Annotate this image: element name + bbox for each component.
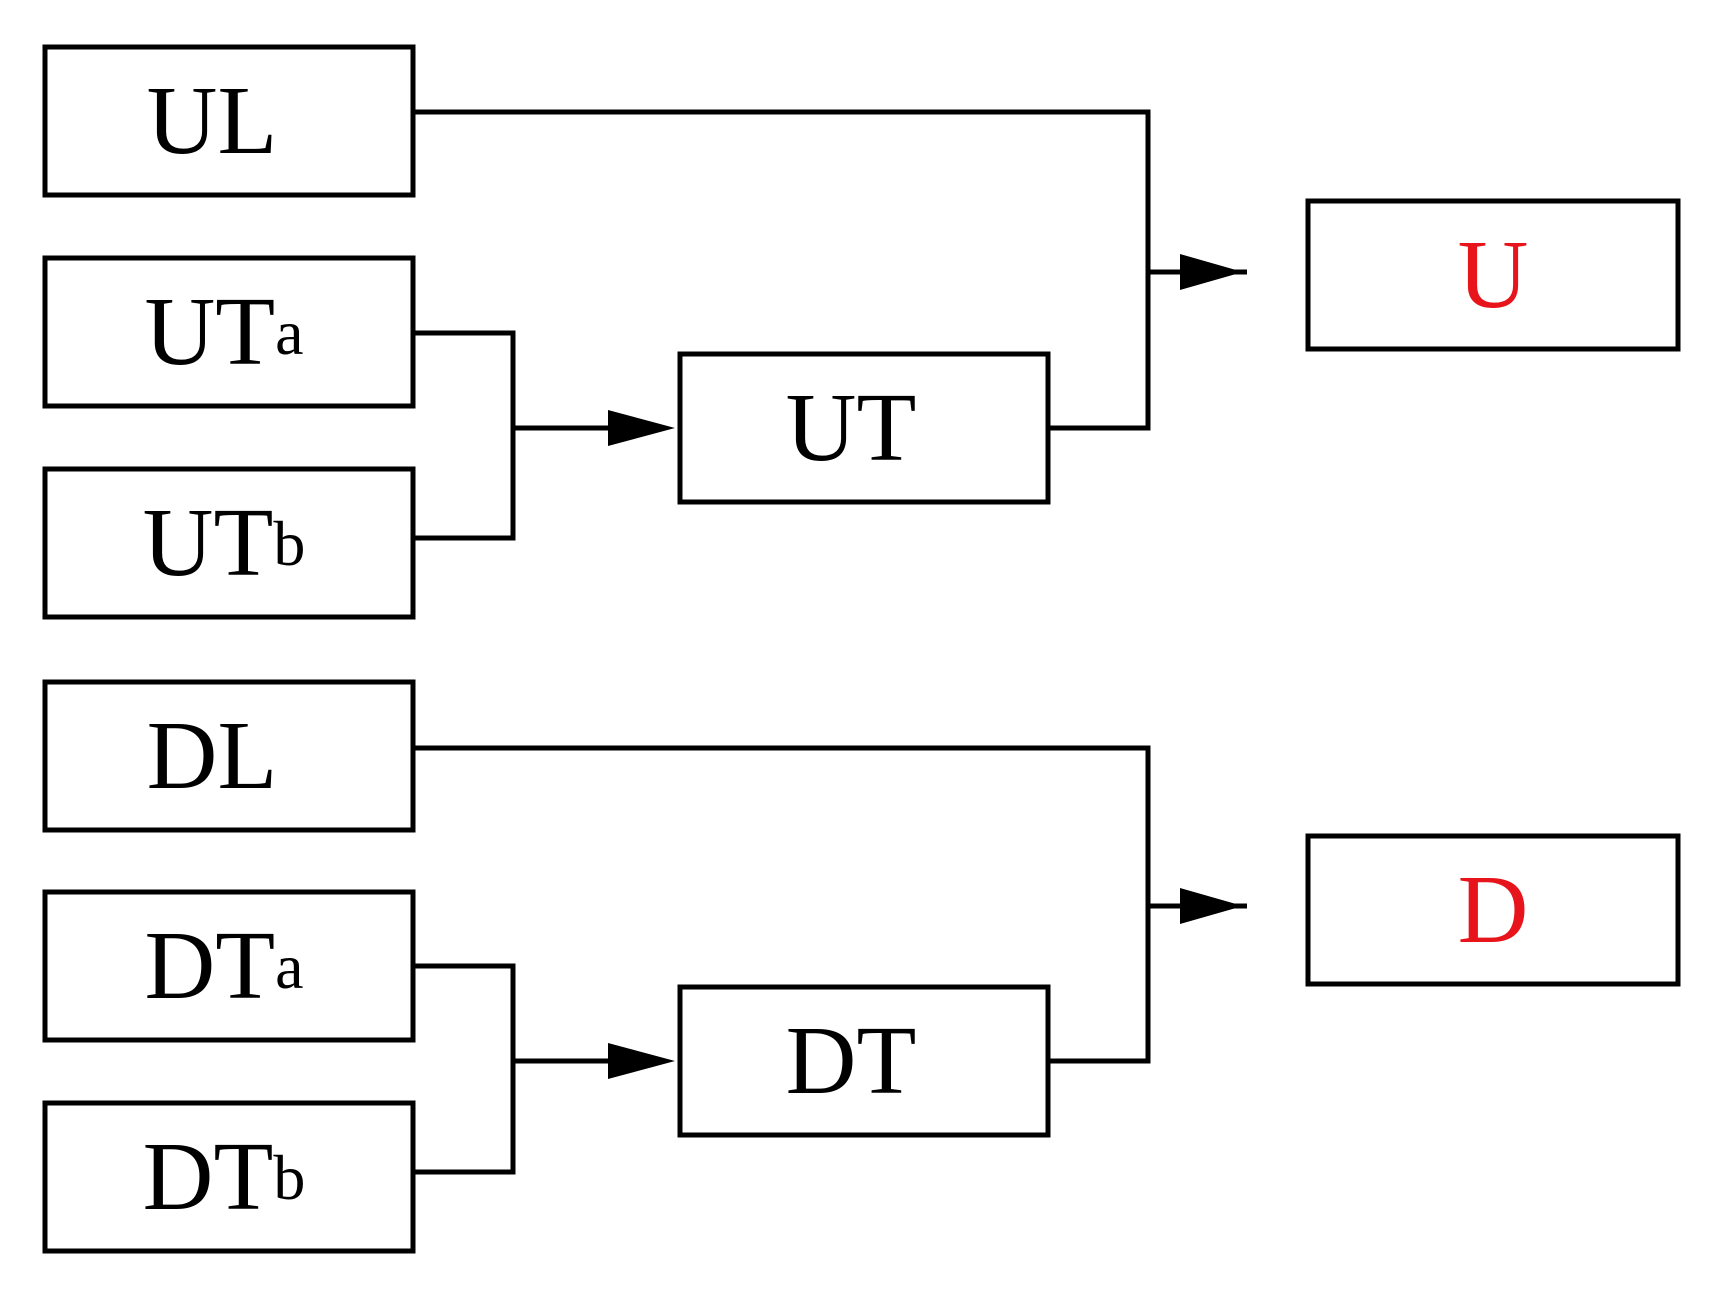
- node-d-label: D: [1458, 856, 1529, 964]
- node-uta: UTa: [42, 255, 416, 409]
- node-ut-label: UT: [786, 374, 917, 482]
- edge-ul-to-u: [413, 109, 1247, 275]
- arrowhead-to-ut: [608, 410, 675, 446]
- node-dtb-label: DTb: [143, 1123, 306, 1231]
- node-dl-label: DL: [147, 702, 278, 810]
- arrowhead-to-dt: [608, 1043, 675, 1079]
- arrowhead-to-d: [1180, 888, 1243, 924]
- node-dt: DT: [677, 984, 1051, 1138]
- edge-dl-to-d: [413, 745, 1247, 909]
- node-d: D: [1305, 833, 1681, 987]
- node-dtb: DTb: [42, 1100, 416, 1254]
- node-uta-label: UTa: [144, 278, 303, 386]
- node-dl: DL: [42, 679, 416, 833]
- node-dt-label: DT: [786, 1007, 917, 1115]
- node-ul: UL: [42, 44, 416, 198]
- node-u-label: U: [1458, 221, 1529, 329]
- edge-dt-to-d: [1049, 906, 1151, 1064]
- node-ut: UT: [677, 351, 1051, 505]
- node-u: U: [1305, 198, 1681, 352]
- node-utb-label: UTb: [143, 489, 306, 597]
- edge-ut-to-u: [1049, 272, 1151, 431]
- edge-dta-to-dt: [413, 963, 617, 1064]
- node-ul-label: UL: [147, 67, 278, 175]
- node-dta: DTa: [42, 889, 416, 1043]
- edge-utb-to-ut: [413, 428, 516, 541]
- edge-dtb-to-dt: [413, 1061, 516, 1175]
- edge-uta-to-ut: [413, 330, 617, 431]
- node-utb: UTb: [42, 466, 416, 620]
- arrowhead-to-u: [1180, 254, 1243, 290]
- node-dta-label: DTa: [144, 912, 303, 1020]
